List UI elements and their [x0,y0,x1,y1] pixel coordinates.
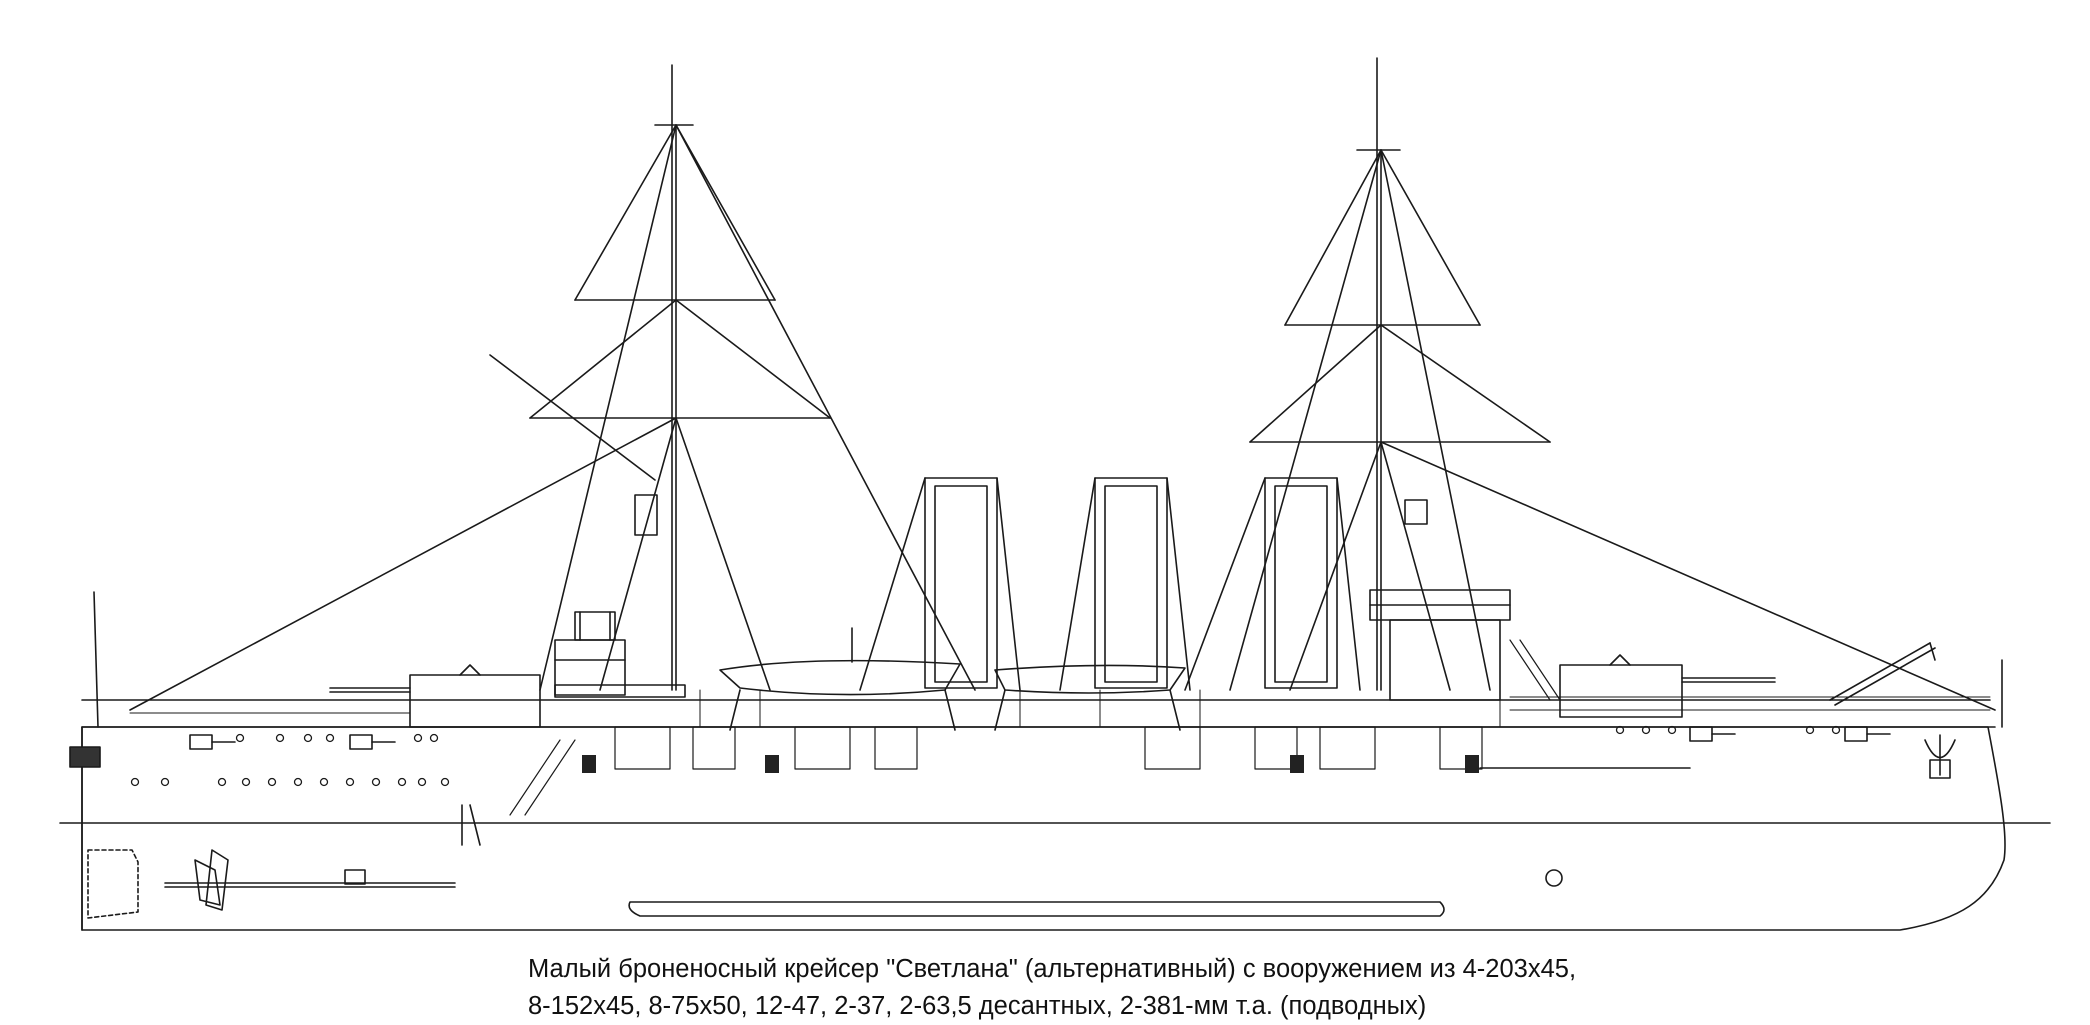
fore-mast [1230,58,1995,710]
portholes [132,727,1840,786]
casemate-mounts [582,755,1479,773]
bilge-keel [629,902,1444,916]
aft-casemate-guns [190,727,1890,749]
propeller-shaft [165,850,455,910]
bow-anchor [1925,735,1955,778]
funnel-3 [1185,478,1360,690]
fore-bridge [1370,590,1560,700]
drawing-caption: Малый броненосный крейсер "Светлана" (ал… [528,951,2028,1025]
funnel-1 [860,478,1020,690]
boat-fore [995,665,1185,730]
aft-mast [130,65,975,710]
hull-outline [82,727,2005,930]
rudder [88,850,138,918]
deck-rails [130,697,1990,713]
caption-line-1: Малый броненосный крейсер "Светлана" (ал… [528,955,1577,983]
boat-aft [720,628,960,730]
stern-gallery [70,747,100,767]
stern-flagstaff [94,592,98,727]
deck-stanchions [700,690,1500,727]
casemates [615,727,1482,769]
aft-main-turret [330,665,540,727]
funnel-2 [1060,478,1190,690]
sidelight [1546,870,1562,886]
fore-main-turret [1560,655,1775,717]
caption-line-2: 8-152х45, 8-75х50, 12-47, 2-37, 2-63,5 д… [528,992,1427,1020]
after-bridge [462,612,685,845]
fore-boat-crane [1830,643,1935,705]
